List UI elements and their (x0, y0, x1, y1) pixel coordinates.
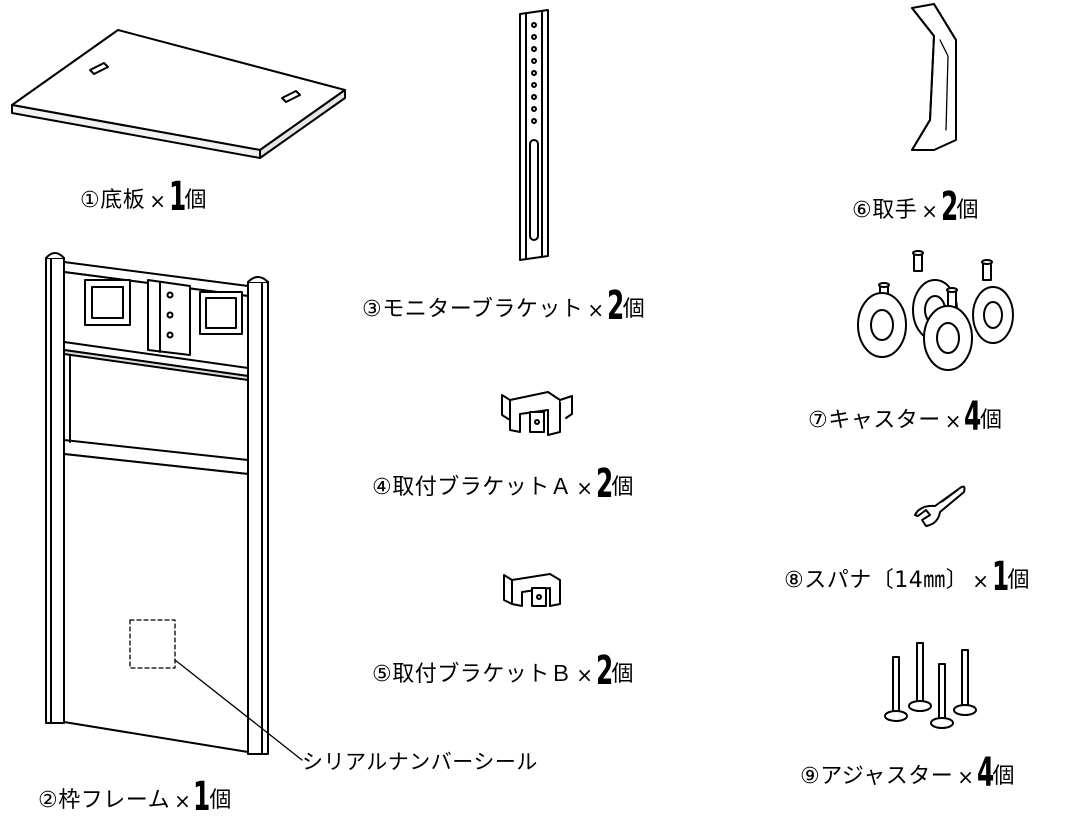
base-plate-illustration (11, 29, 346, 159)
part-name: キャスター (828, 408, 941, 433)
part-unit: 個 (184, 188, 208, 213)
part-number: ⑥ (852, 198, 873, 223)
monitor-bracket-illustration (519, 9, 549, 261)
part-number: ② (38, 788, 59, 813)
part-unit: 個 (1007, 568, 1031, 593)
handle-illustration (911, 3, 957, 151)
part-name: モニターブラケット (382, 297, 584, 322)
part-quantity: 2 (606, 283, 625, 329)
part-name: アジャスター (820, 764, 954, 789)
part-quantity: 4 (976, 750, 995, 796)
part-quantity: 1 (991, 554, 1010, 600)
part-unit: 個 (956, 198, 980, 223)
adjusters-illustration (884, 642, 977, 729)
part-unit: 個 (622, 297, 646, 322)
part-quantity: 1 (193, 774, 211, 820)
part-quantity: 2 (595, 648, 614, 694)
serial-number-callout: シリアルナンバーシール (302, 750, 538, 774)
part-name: 枠フレーム (58, 788, 171, 813)
part-unit: 個 (209, 788, 232, 813)
times-sign: × (972, 569, 990, 593)
part-name: 取付ブラケットＡ (392, 475, 573, 500)
part-number: ① (80, 188, 101, 213)
part-number: ③ (362, 297, 383, 322)
part-quantity: 2 (940, 184, 959, 230)
part-unit: 個 (992, 764, 1016, 789)
spanner-illustration (914, 485, 966, 527)
times-sign: × (149, 189, 167, 213)
part-number: ⑧ (784, 568, 805, 593)
part-quantity: 1 (168, 174, 187, 220)
part-number: ④ (372, 475, 393, 500)
part-unit: 個 (611, 475, 635, 500)
part-unit: 個 (611, 662, 635, 687)
times-sign: × (957, 765, 975, 789)
part-quantity: 4 (964, 394, 982, 440)
part-number: ⑦ (808, 408, 829, 433)
part-number: ⑨ (800, 764, 821, 789)
times-sign: × (944, 409, 963, 433)
times-sign: × (921, 199, 939, 223)
part-unit: 個 (980, 408, 1003, 433)
part-name: スパナ〔14㎜〕 (804, 568, 969, 593)
casters-illustration (857, 250, 1014, 371)
part-name: 取手 (872, 198, 918, 223)
part-name: 底板 (100, 188, 146, 213)
mounting-bracket-a-illustration (501, 391, 573, 436)
times-sign: × (587, 298, 605, 322)
part-name: 取付ブラケットＢ (392, 662, 573, 687)
mounting-bracket-b-illustration (503, 573, 561, 607)
times-sign: × (174, 789, 192, 813)
part-quantity: 2 (595, 461, 614, 507)
times-sign: × (576, 476, 594, 500)
part-number: ⑤ (372, 662, 393, 687)
frame-illustration (45, 252, 303, 761)
times-sign: × (576, 663, 594, 687)
